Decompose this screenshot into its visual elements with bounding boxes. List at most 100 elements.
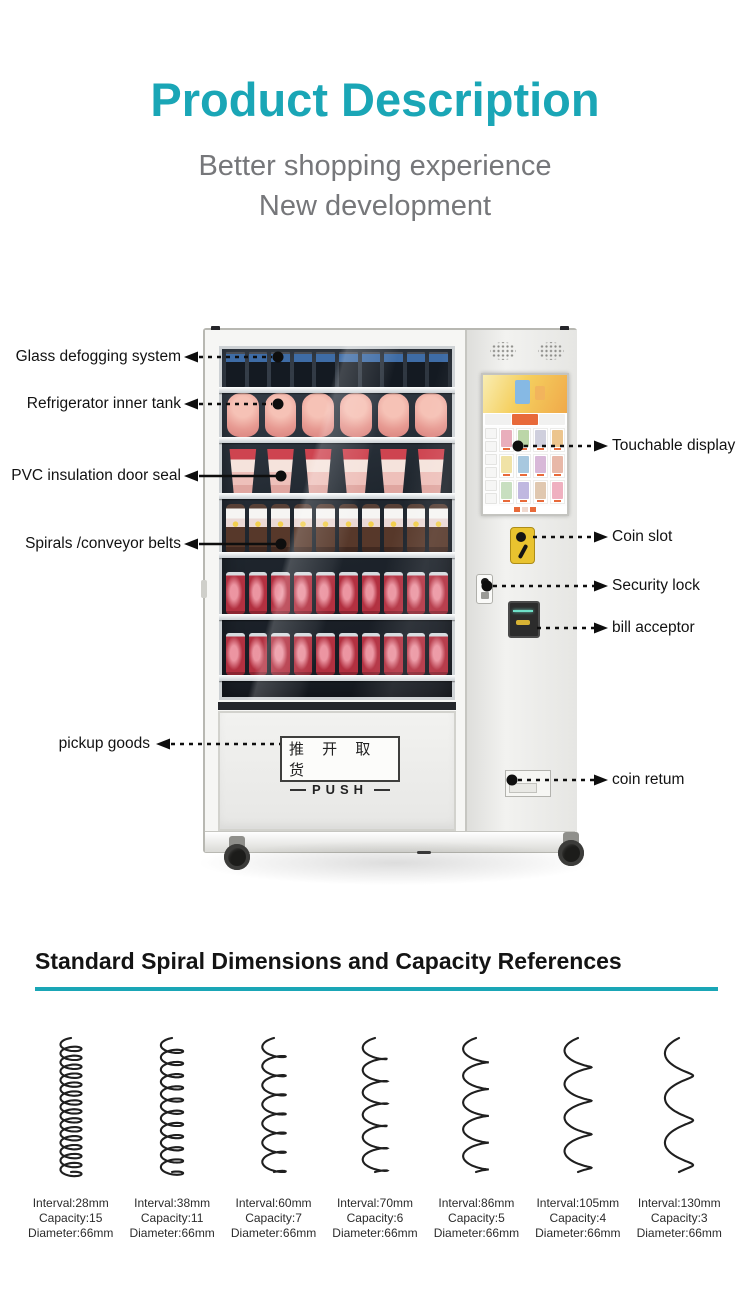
arrow-bill-acceptor xyxy=(537,622,608,634)
screen-product-price xyxy=(519,473,528,476)
spiral-caption-line: Capacity:7 xyxy=(245,1211,302,1225)
screen-tab xyxy=(512,413,538,425)
product-bags xyxy=(415,393,448,437)
shelf-row-bottles xyxy=(219,504,455,552)
screen-product-price xyxy=(553,447,562,450)
product-cans xyxy=(384,572,403,614)
speaker-grille-icon xyxy=(538,342,564,360)
screen-category-chip xyxy=(485,492,497,504)
banner-product xyxy=(535,386,546,401)
screen-product-card xyxy=(499,479,514,504)
screen-product-image xyxy=(552,481,563,499)
coin-slot-device xyxy=(510,527,535,564)
screen-product-image xyxy=(552,429,563,447)
screen-product-price xyxy=(536,499,545,502)
label-coin-return: coin retum xyxy=(612,771,685,788)
arrow-coin-slot xyxy=(533,531,608,543)
product-cups xyxy=(380,449,407,493)
screen-page-dot xyxy=(530,507,536,513)
product-cans xyxy=(338,572,358,614)
product-cans xyxy=(406,572,426,614)
push-sign: 推 开 取 货 PUSH xyxy=(280,736,400,797)
product-bottles xyxy=(429,504,448,552)
screen-product-image xyxy=(552,455,563,473)
screen-product-image xyxy=(501,429,512,447)
spiral-caption-line: Interval:28mm xyxy=(32,1196,109,1210)
screen-product-card xyxy=(516,479,531,504)
product-cartons xyxy=(361,352,381,387)
spiral-illustration xyxy=(563,1036,593,1174)
banner-product xyxy=(514,379,530,404)
product-cans xyxy=(429,633,448,675)
caster-tire xyxy=(558,840,584,866)
arrow-refrigerator-tank xyxy=(184,398,284,410)
spiral-caption-line: Capacity:3 xyxy=(650,1211,708,1225)
product-bags xyxy=(302,393,335,437)
product-cans xyxy=(271,633,290,675)
product-bottles xyxy=(293,504,313,552)
caster-tire xyxy=(224,844,250,870)
product-cans xyxy=(226,572,245,614)
screen-product-card xyxy=(533,453,548,478)
product-cans xyxy=(429,572,448,614)
product-bottles xyxy=(338,504,358,552)
screen-tabs xyxy=(483,412,567,426)
spiral-caption-line: Capacity:6 xyxy=(346,1211,404,1225)
product-cans xyxy=(406,633,426,675)
screen-product-price xyxy=(519,447,528,450)
spiral-illustration xyxy=(361,1036,390,1174)
spiral-caption-line: Interval:70mm xyxy=(336,1196,413,1210)
spiral-caption-line: Interval:130mm xyxy=(637,1196,721,1210)
screen-category-chip xyxy=(485,453,497,465)
spiral-caption-line: Interval:38mm xyxy=(134,1196,211,1210)
label-pvc-door-seal: PVC insulation door seal xyxy=(11,467,181,484)
spiral-illustration xyxy=(462,1036,490,1174)
product-cartons xyxy=(384,352,403,387)
subtitle-line-2: New development xyxy=(258,190,492,222)
spiral-caption-line: Diameter:66mm xyxy=(28,1226,114,1240)
product-cartons xyxy=(338,352,358,387)
product-bottles xyxy=(226,504,245,552)
arrow-coin-return xyxy=(506,774,608,786)
product-bags xyxy=(227,393,259,437)
screen-sidebar xyxy=(485,427,497,504)
shelf-row-cans xyxy=(219,633,455,675)
screen-product-price xyxy=(553,473,562,476)
speaker-grille-icon xyxy=(490,342,516,360)
machine-shadow xyxy=(190,840,600,886)
product-cans xyxy=(248,633,268,675)
spiral-caption-line: Capacity:15 xyxy=(39,1211,103,1225)
product-bottles xyxy=(406,504,426,552)
spiral-caption-line: Diameter:66mm xyxy=(433,1226,520,1240)
shelf-edge xyxy=(219,387,455,393)
screen-product-image xyxy=(535,455,546,473)
shelf-row-cans xyxy=(219,572,455,614)
screen-product-price xyxy=(502,473,511,476)
shelf-edge xyxy=(219,493,455,499)
product-cups xyxy=(229,449,257,493)
push-sign-english: PUSH xyxy=(282,780,398,797)
screen-banner xyxy=(483,375,567,413)
screen-category-chip xyxy=(485,466,497,478)
screen-page-dot xyxy=(514,507,520,513)
spiral-caption-line: Interval:86mm xyxy=(438,1196,515,1210)
product-cans xyxy=(293,572,313,614)
product-bags xyxy=(377,393,410,437)
product-cartons xyxy=(429,352,448,387)
spiral-illustration xyxy=(159,1036,185,1176)
arrow-touchable-display xyxy=(512,440,608,452)
spiral-caption-line: Interval:60mm xyxy=(235,1196,312,1210)
product-bags xyxy=(340,393,372,437)
product-cans xyxy=(384,633,403,675)
shelf-edge xyxy=(219,552,455,558)
